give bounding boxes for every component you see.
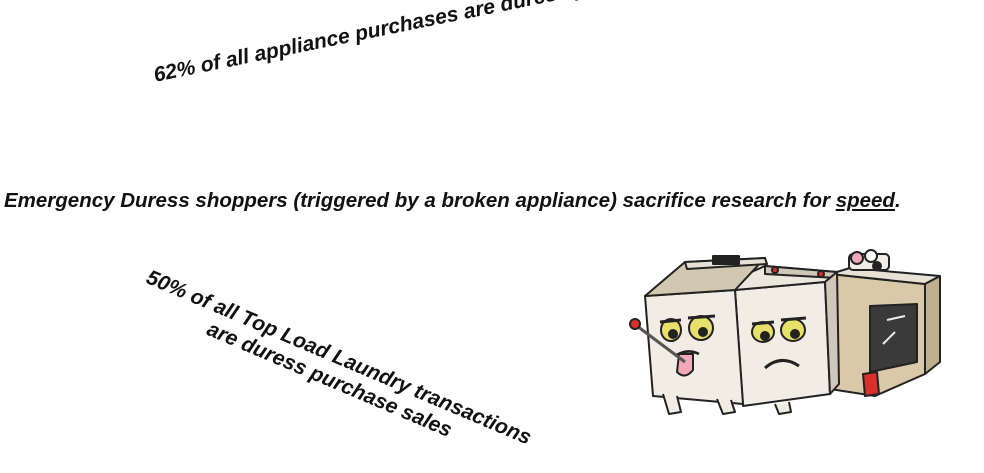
top-load-stat-line-2: are duress purchase sales <box>203 317 456 442</box>
stove-icon <box>829 249 941 397</box>
headline: Emergency Duress shoppers (triggered by … <box>4 189 980 213</box>
top-load-stat-line-1: 50% of all Top Load Laundry transactions <box>142 265 535 450</box>
headline-emphasis: speed <box>835 189 895 212</box>
headline-text: Emergency Duress shoppers (triggered by … <box>4 189 836 212</box>
headline-period: . <box>894 189 901 212</box>
duress-purchase-stat: 62% of all appliance purchases are dures… <box>151 0 679 87</box>
washer-icon <box>629 255 792 415</box>
dryer-icon <box>732 265 840 407</box>
sick-appliances-cartoon-icon <box>629 249 941 415</box>
top-load-laundry-stat: 50% of all Top Load Laundry transactions… <box>131 265 536 473</box>
